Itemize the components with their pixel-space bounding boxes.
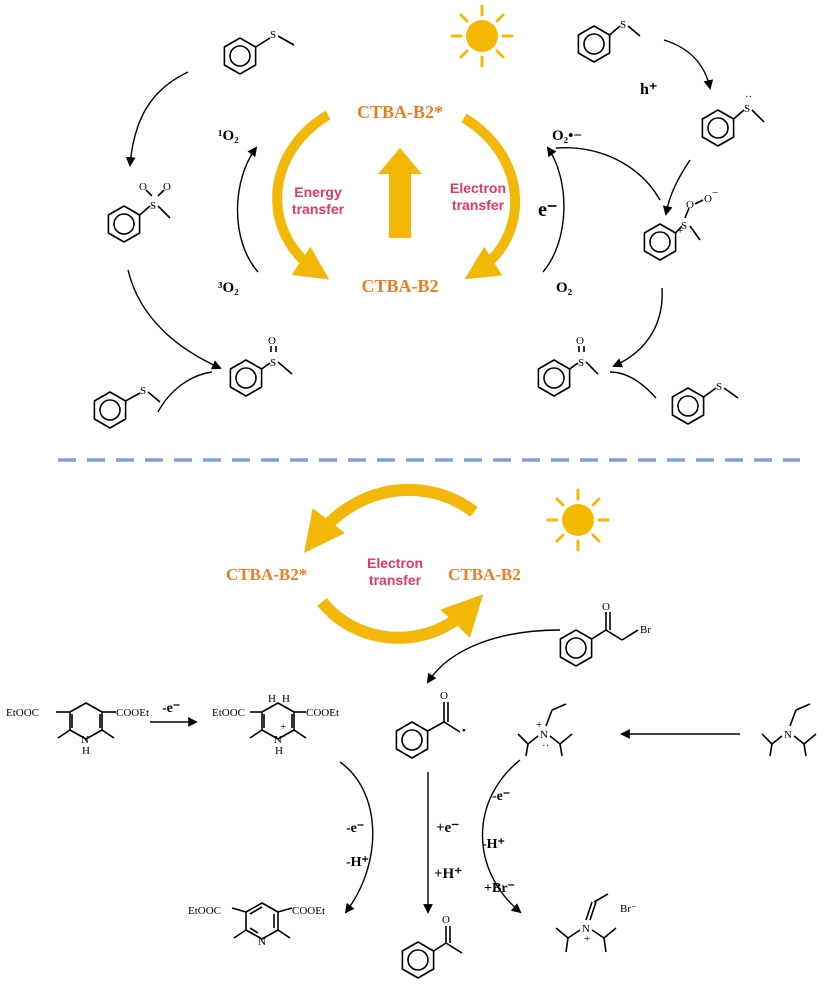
triplet-oxygen: ³O₂ [218, 280, 239, 296]
hantzsch-ester: EtOOC COOEt N H [6, 702, 149, 757]
singlet-oxygen: ¹O₂ [218, 128, 239, 144]
iminium-bromide: N + Br⁻ [555, 893, 637, 953]
svg-text:H: H [282, 693, 290, 705]
hole-label: h⁺ [640, 81, 657, 98]
svg-text:Br: Br [640, 624, 651, 636]
bottom-ground-catalyst: CTBA-B2 [448, 565, 521, 584]
svg-text:COOEt: COOEt [306, 707, 339, 719]
bottom-electron-transfer-1: Electron [367, 555, 423, 571]
mid-plus-h: +H⁺ [434, 866, 462, 882]
svg-text:··: ·· [745, 91, 752, 103]
svg-text:•: • [462, 725, 466, 737]
bottom-excited-catalyst: CTBA-B2* [226, 565, 307, 584]
sulfoxide-left: S O [229, 335, 293, 397]
svg-text:COOEt: COOEt [292, 905, 325, 917]
svg-text:S: S [744, 103, 750, 115]
acetophenone: O [401, 914, 463, 979]
persulfoxide-intermediate: S + O O − [643, 187, 718, 261]
svg-text:O: O [686, 199, 694, 211]
sulfoxide-right: S O [537, 335, 599, 397]
right-plus-br: +Br⁻ [484, 881, 515, 896]
right-minus-h: -H⁺ [482, 837, 505, 852]
svg-text:O: O [602, 601, 610, 613]
thioanisole-top-left: S [223, 29, 295, 75]
dipea-radical-cation: N + ·· [517, 703, 573, 757]
svg-text:N: N [540, 729, 548, 741]
excitation-arrow [389, 172, 411, 238]
electron-transfer-label-2: transfer [452, 197, 505, 213]
svg-text:O: O [442, 914, 450, 926]
hantzsch-radical-cation: EtOOC COOEt H H N + H [212, 693, 339, 757]
svg-text:+: + [677, 225, 683, 237]
svg-text:S: S [681, 220, 687, 232]
svg-text:S: S [140, 385, 146, 397]
right-minus-e: -e⁻ [492, 789, 510, 804]
svg-text:N: N [784, 729, 792, 741]
mid-plus-e: +e⁻ [436, 820, 459, 836]
svg-text:S: S [620, 19, 626, 31]
svg-text:O: O [163, 181, 171, 193]
svg-text:S: S [270, 357, 276, 369]
bottom-lower-arc [317, 594, 484, 644]
svg-text:N: N [258, 936, 266, 948]
thioanisole-top-right: S [577, 19, 641, 63]
thioanisole-bottom-left: S [93, 385, 161, 429]
svg-text:EtOOC: EtOOC [6, 707, 39, 719]
bottom-upper-arc [304, 483, 478, 553]
svg-text:O: O [440, 690, 448, 702]
oxygen-singlet-arrow [236, 146, 259, 273]
left-minus-h: -H⁺ [346, 855, 369, 870]
svg-text:H: H [82, 745, 90, 757]
electron-label: e⁻ [538, 199, 557, 221]
superoxide: O₂•− [552, 128, 582, 144]
svg-text:N: N [274, 734, 282, 746]
bottom-electron-transfer-2: transfer [369, 572, 422, 588]
phenacyl-bromide: O Br [559, 601, 651, 667]
svg-text:+: + [536, 719, 542, 731]
electron-transfer-label-1: Electron [450, 180, 506, 196]
oxygen-superoxide-arrow [542, 146, 565, 273]
svg-text:H: H [268, 693, 276, 705]
dipea: N [761, 703, 817, 757]
svg-text:O: O [704, 193, 712, 205]
svg-text:S: S [150, 200, 156, 212]
svg-text:−: − [712, 187, 718, 199]
svg-text:O: O [576, 335, 584, 347]
svg-text:O: O [268, 335, 276, 347]
left-minus-e: -e⁻ [346, 821, 364, 836]
energy-transfer-label-1: Energy [294, 184, 342, 200]
svg-text:S: S [270, 29, 276, 41]
pyridine-product: EtOOC COOEt N [188, 902, 325, 948]
sun-icon [450, 4, 514, 68]
svg-text:EtOOC: EtOOC [188, 905, 221, 917]
svg-text:+: + [280, 721, 286, 733]
oxygen: O₂ [556, 280, 573, 296]
benzoyl-methyl-radical: O • [395, 690, 466, 759]
sun-icon [546, 488, 610, 552]
svg-text:EtOOC: EtOOC [212, 707, 245, 719]
sulfone: S O O [107, 181, 171, 243]
svg-text:S: S [716, 381, 722, 393]
svg-text:··: ·· [542, 740, 549, 752]
svg-text:N: N [81, 734, 89, 746]
electron-transfer-arc [461, 113, 521, 280]
hantzsch-minus-e: -e⁻ [162, 701, 180, 716]
svg-text:Br⁻: Br⁻ [620, 903, 637, 915]
thioanisole-radical-cation: S ·· [701, 91, 765, 147]
energy-transfer-label-2: transfer [292, 201, 345, 217]
svg-text:N: N [582, 923, 590, 935]
energy-transfer-arc [272, 110, 331, 280]
thioanisole-bottom-right: S [671, 381, 739, 425]
svg-text:O: O [139, 181, 147, 193]
top-ground-catalyst: CTBA-B2 [361, 276, 438, 296]
top-excited-catalyst: CTBA-B2* [357, 102, 443, 122]
svg-text:H: H [275, 745, 283, 757]
svg-text:S: S [578, 357, 584, 369]
svg-text:+: + [584, 933, 590, 945]
svg-text:COOEt: COOEt [116, 707, 149, 719]
